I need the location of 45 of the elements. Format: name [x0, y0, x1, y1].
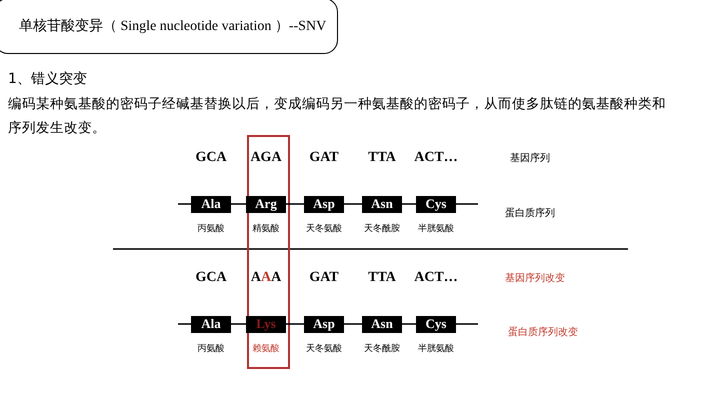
codon-label: ACT… [414, 270, 458, 286]
chain-line [286, 323, 304, 325]
amino-acid-box: Cys [416, 316, 456, 332]
amino-acid-box: Lys [246, 316, 286, 332]
chain-line [344, 203, 362, 205]
amino-acid-box: Arg [246, 196, 286, 212]
section-heading: 1、错义突变 [8, 70, 87, 88]
chain-line [402, 203, 416, 205]
amino-acid-box: Asn [362, 316, 402, 332]
chain-line [402, 323, 416, 325]
amino-acid-name: 丙氨酸 [198, 342, 224, 355]
codon-label: GCA [195, 150, 227, 166]
amino-acid-box: Asp [304, 316, 344, 332]
codon-label: GAT [309, 270, 339, 286]
amino-acid-box: Ala [191, 316, 231, 332]
chain-line [231, 323, 246, 325]
amino-acid-name: 天冬酰胺 [364, 222, 400, 235]
amino-acid-name: 天冬氨酸 [306, 342, 342, 355]
codon-label: TTA [368, 270, 396, 286]
amino-acid-name: 赖氨酸 [252, 342, 280, 355]
amino-acid-name: 天冬氨酸 [306, 222, 342, 235]
row-label: 蛋白质序列 [505, 206, 555, 220]
amino-acid-box: Ala [191, 196, 231, 212]
amino-acid-name: 半胱氨酸 [418, 222, 454, 235]
codon-label: ACT… [414, 150, 458, 166]
codon-label: GAT [309, 150, 339, 166]
chain-line [344, 323, 362, 325]
amino-acid-name: 天冬酰胺 [364, 342, 400, 355]
amino-acid-box: Cys [416, 196, 456, 212]
row-label: 蛋白质序列改变 [508, 326, 578, 339]
amino-acid-box: Asp [304, 196, 344, 212]
chain-line [286, 203, 304, 205]
title-box: 单核苷酸变异（ Single nucleotide variation ）--SNV [0, 0, 338, 54]
amino-acid-name: 精氨酸 [252, 222, 280, 235]
amino-acid-box: Asn [362, 196, 402, 212]
codon-label: AGA [250, 150, 282, 166]
chain-line [231, 203, 246, 205]
codon-label: GCA [195, 270, 227, 286]
codon-label: TTA [368, 150, 396, 166]
codon-label: AAA [250, 270, 282, 286]
amino-acid-name: 丙氨酸 [198, 222, 224, 235]
amino-acid-name: 半胱氨酸 [418, 342, 454, 355]
row-label: 基因序列 [510, 152, 550, 165]
description-text: 编码某种氨基酸的密码子经碱基替换以后，变成编码另一种氨基酸的密码子，从而使多肽链的氨基酸种类和序列发生改变。 [8, 95, 667, 138]
row-label: 基因序列改变 [505, 272, 565, 285]
